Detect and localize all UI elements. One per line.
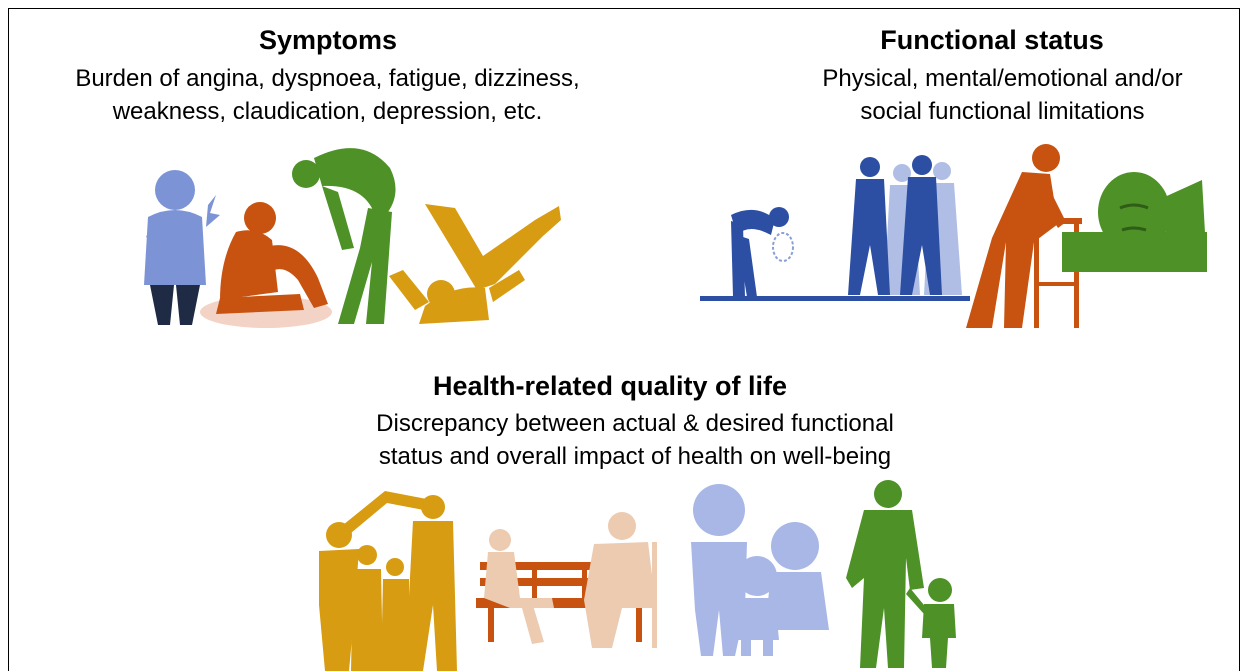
- diagram-frame: [8, 8, 1240, 671]
- dizziness-falling-figure: [389, 204, 561, 324]
- bench-figure: [476, 512, 657, 648]
- fatigue-woman-figure: [200, 202, 332, 328]
- hrqol-description: Discrepancy between actual & desired fun…: [320, 407, 950, 473]
- hrqol-description-line-1: Discrepancy between actual & desired fun…: [376, 410, 894, 437]
- functional-status-description-line-2: social functional limitations: [860, 98, 1145, 125]
- symptoms-description-line-2: weakness, claudication, depression, etc.: [112, 98, 543, 125]
- coughing-man-figure: [731, 207, 794, 297]
- depressed-man-figure: [1062, 172, 1207, 272]
- symptoms-title: Symptoms: [258, 25, 398, 55]
- walking-crowd-figure: [848, 155, 962, 295]
- functional-status-description: Physical, mental/emotional and/or social…: [800, 62, 1205, 128]
- ground-line: [700, 296, 970, 301]
- symptoms-description-line-1: Burden of angina, dyspnoea, fatigue, diz…: [75, 65, 580, 92]
- walker-man-figure: [966, 144, 1082, 328]
- weakness-man-figure: [292, 148, 396, 324]
- grandparents-figure: [691, 484, 829, 656]
- hrqol-title: Health-related quality of life: [432, 371, 788, 401]
- symptoms-description: Burden of angina, dyspnoea, fatigue, diz…: [20, 62, 635, 128]
- functional-status-title: Functional status: [880, 25, 1104, 55]
- hrqol-description-line-2: status and overall impact of health on w…: [378, 443, 892, 470]
- family-figure: [319, 491, 457, 671]
- father-toddler-figure: [846, 480, 956, 668]
- angina-man-figure: [144, 170, 220, 325]
- functional-status-description-line-1: Physical, mental/emotional and/or: [822, 65, 1183, 92]
